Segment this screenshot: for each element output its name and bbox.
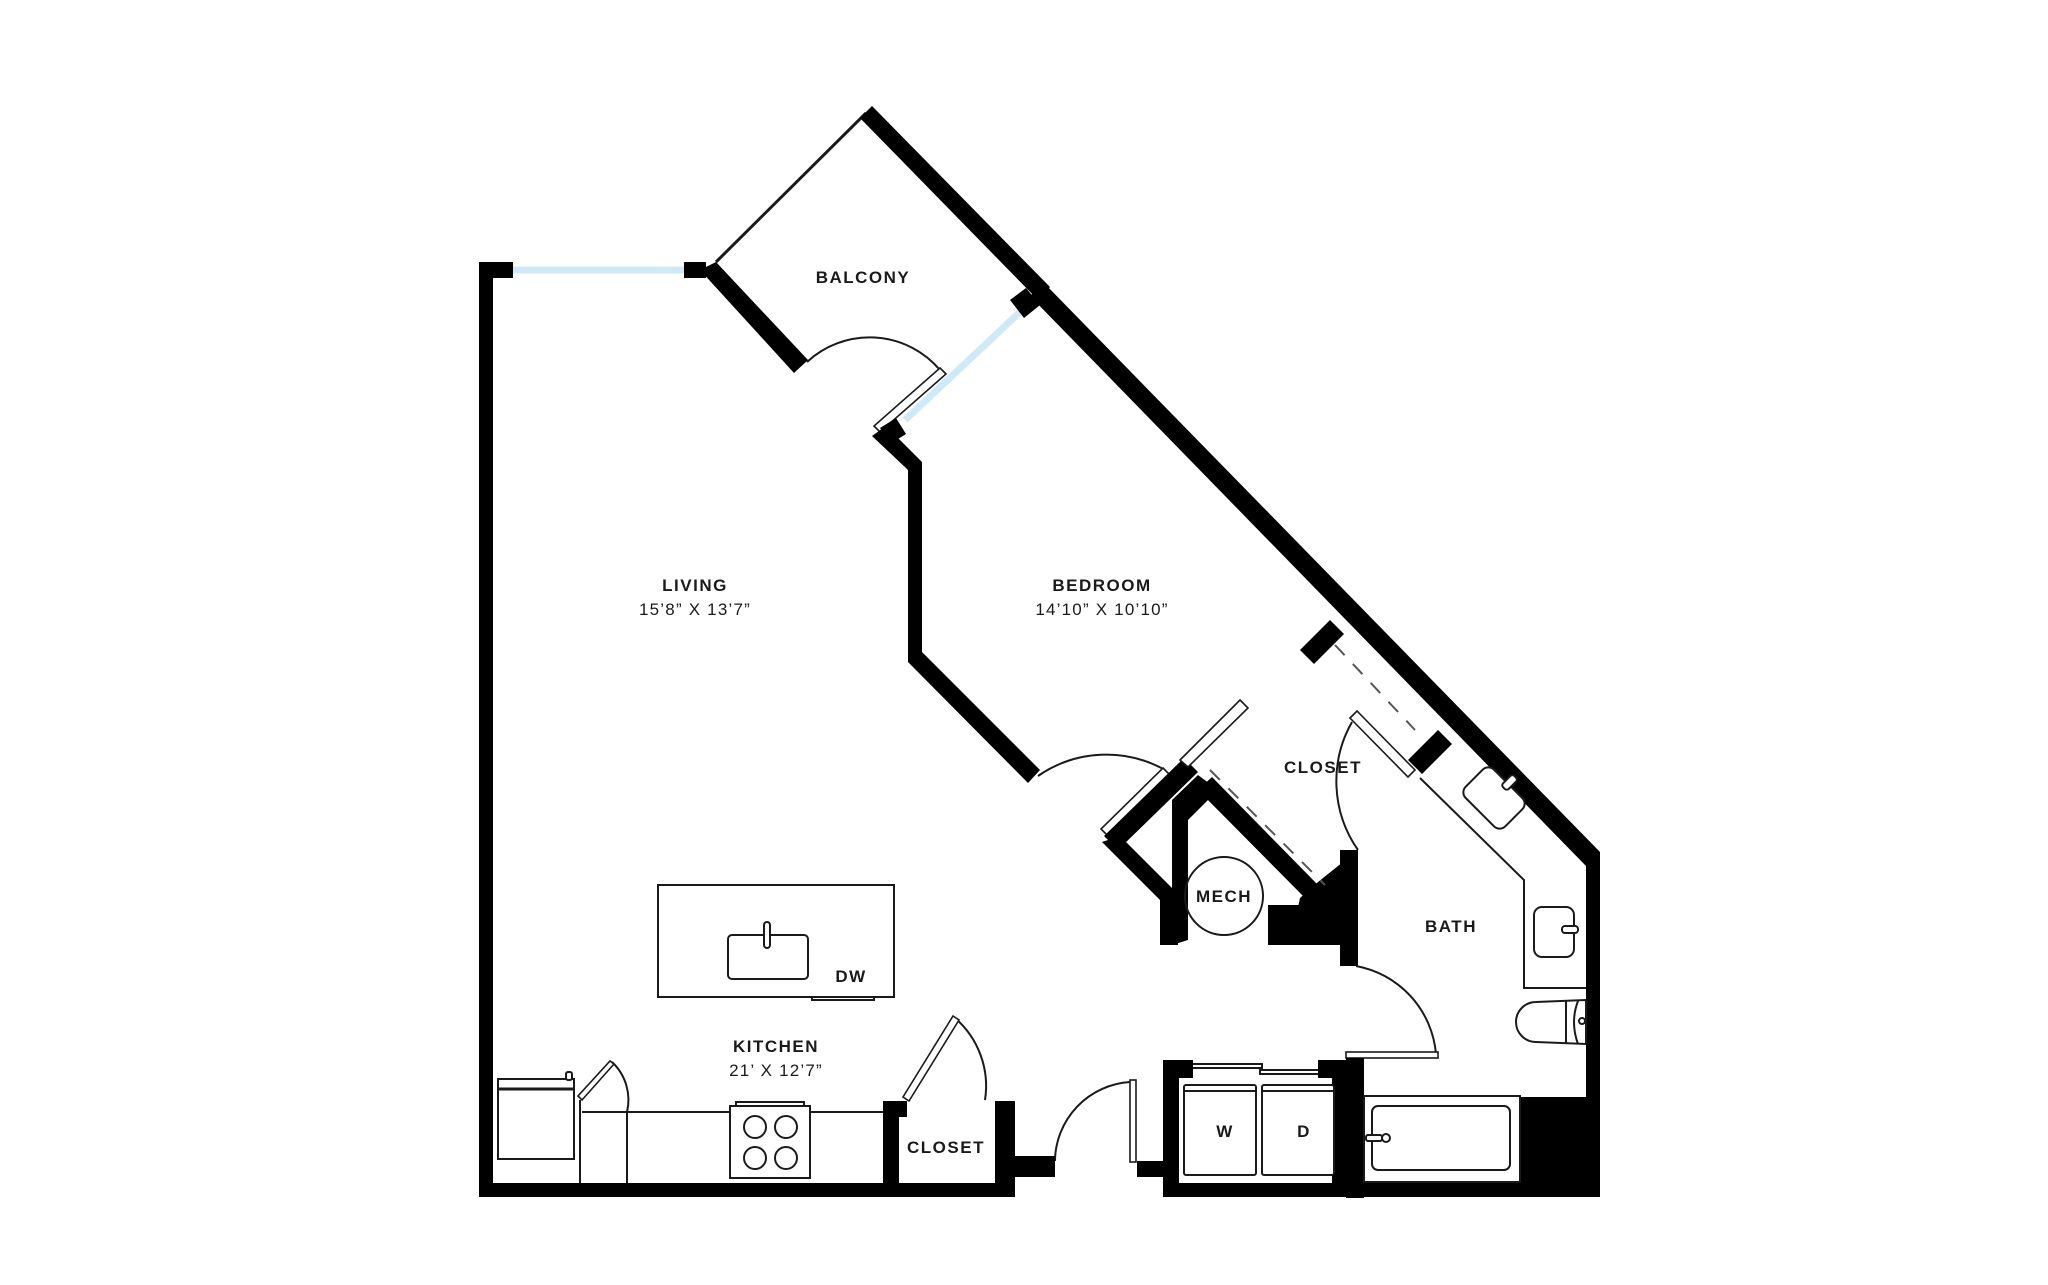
balcony-label: BALCONY	[816, 268, 911, 287]
dryer	[1261, 1084, 1335, 1176]
room-labels: BALCONY LIVING 15’8” X 13’7” BEDROOM 14’…	[639, 268, 1477, 1157]
kitchen-label: KITCHEN	[733, 1037, 819, 1056]
pantry-door[interactable]	[576, 1059, 630, 1183]
bath-vanity	[1419, 777, 1586, 989]
kitchen-island	[657, 884, 895, 1001]
closet-rod	[1334, 644, 1416, 731]
entry-closet-door[interactable]	[901, 1014, 988, 1103]
washer-label: W	[1216, 1122, 1234, 1141]
balcony-railing	[714, 111, 868, 264]
entry-closet-label: CLOSET	[907, 1138, 985, 1157]
closet-rod	[1209, 769, 1326, 886]
interior-walls	[1102, 620, 1452, 966]
refrigerator	[497, 1071, 575, 1160]
balcony-door[interactable]	[806, 336, 948, 434]
bath-label: BATH	[1425, 917, 1477, 936]
bath-entry-door[interactable]	[1345, 965, 1439, 1059]
bedroom-closet-label: CLOSET	[1284, 758, 1362, 777]
living-label: LIVING	[662, 576, 728, 595]
mech-label: MECH	[1196, 887, 1252, 906]
range-stove	[729, 1101, 811, 1179]
mech-unit	[1184, 856, 1264, 936]
entry-closet-walls	[883, 1101, 1015, 1197]
laundry-door[interactable]	[1193, 1063, 1318, 1075]
entry-door[interactable]	[1054, 1079, 1137, 1163]
dryer-label: D	[1297, 1122, 1311, 1141]
washer	[1183, 1084, 1257, 1176]
toilet	[1515, 998, 1587, 1046]
bedroom-label: BEDROOM	[1052, 576, 1151, 595]
bedroom-wall	[872, 426, 1040, 783]
bedroom-balcony-window	[902, 309, 1023, 423]
bathtub	[1363, 1095, 1521, 1183]
exterior-walls	[479, 106, 1600, 1197]
bath-door[interactable]	[1335, 709, 1417, 851]
kitchen-dimensions: 21’ X 12’7”	[729, 1061, 823, 1080]
dishwasher-label: DW	[835, 967, 866, 986]
bath-sink	[1462, 766, 1526, 830]
bedroom-dimensions: 14’10” X 10’10”	[1035, 600, 1168, 619]
bath-sink-2	[1533, 906, 1579, 958]
living-dimensions: 15’8” X 13’7”	[639, 600, 751, 619]
closet-door[interactable]	[1178, 698, 1250, 769]
